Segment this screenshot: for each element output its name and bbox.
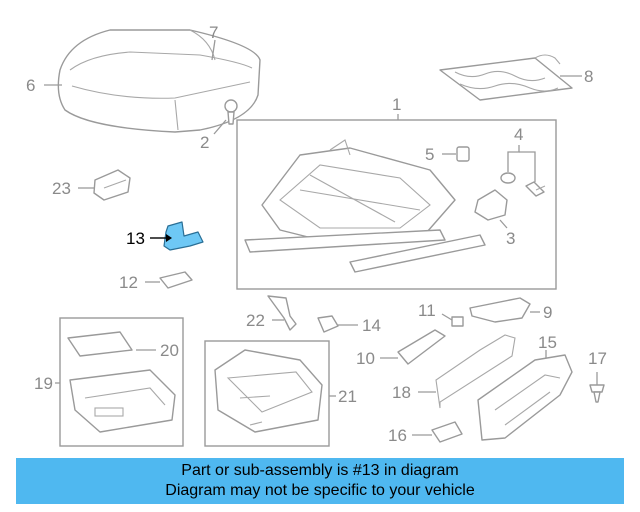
tray-box: [204, 340, 330, 447]
side-shield-part-15: [477, 354, 573, 441]
storage-box: [59, 317, 184, 447]
callout-21: 21: [338, 387, 357, 406]
banner-line-1: Part or sub-assembly is #13 in diagram: [181, 462, 459, 479]
callout-20: 20: [160, 341, 179, 360]
heater-pad-part: [439, 54, 573, 101]
callout-1: 1: [392, 95, 401, 114]
callout-13: 13: [126, 229, 145, 248]
callout-7: 7: [209, 23, 218, 42]
screw-part-17: [589, 372, 605, 403]
leader-4b: [519, 151, 536, 182]
leader-7: [211, 39, 216, 61]
callout-2: 2: [200, 133, 209, 152]
banner-line-2: Diagram may not be specific to your vehi…: [165, 482, 475, 499]
callout-4: 4: [514, 125, 523, 144]
leader-4a: [507, 145, 520, 172]
callout-3: 3: [506, 229, 515, 248]
callout-18: 18: [392, 383, 411, 402]
callout-16: 16: [388, 426, 407, 445]
leader-13-arrow: [166, 234, 172, 242]
callout-19: 19: [34, 374, 53, 393]
bracket-part-9: [469, 297, 531, 323]
callout-23: 23: [52, 179, 71, 198]
motor-part-3: [474, 189, 508, 221]
tray-part-21: [214, 349, 323, 433]
callout-17: 17: [588, 349, 607, 368]
clip-part-11: [451, 316, 464, 327]
leader-11: [441, 313, 453, 321]
callout-5: 5: [425, 145, 434, 164]
callout-9: 9: [543, 303, 552, 322]
callout-12: 12: [119, 273, 138, 292]
wire-part-18: [435, 334, 516, 409]
clip-part-14: [317, 315, 339, 333]
connector-part-23: [93, 169, 131, 201]
handle-part-10: [397, 329, 446, 365]
seat-frame-part: [244, 139, 486, 273]
pad-part-20: [67, 331, 133, 357]
info-banner: Part or sub-assembly is #13 in diagram D…: [16, 458, 624, 504]
callout-10: 10: [356, 349, 375, 368]
drawer-part-19: [69, 369, 176, 433]
leader-2: [213, 119, 227, 135]
clip-part-2: [224, 99, 238, 125]
callout-11: 11: [418, 301, 436, 320]
bracket-part-22: [267, 295, 297, 331]
clip-part-12: [159, 271, 193, 289]
callout-22: 22: [246, 311, 265, 330]
clip-part-5: [456, 146, 470, 162]
callout-8: 8: [584, 67, 593, 86]
leader-3: [499, 219, 508, 229]
callout-6: 6: [26, 76, 35, 95]
callout-14: 14: [362, 316, 381, 335]
parts-diagram: 6 7 2 8 1 5 4 3: [26, 23, 607, 447]
frame-box: [236, 119, 557, 290]
clip-part-16: [431, 421, 463, 443]
bracket-part-13: [163, 221, 204, 251]
seat-cushion-part: [57, 29, 261, 133]
fastener-part-4: [500, 172, 546, 197]
callout-15: 15: [538, 333, 557, 352]
